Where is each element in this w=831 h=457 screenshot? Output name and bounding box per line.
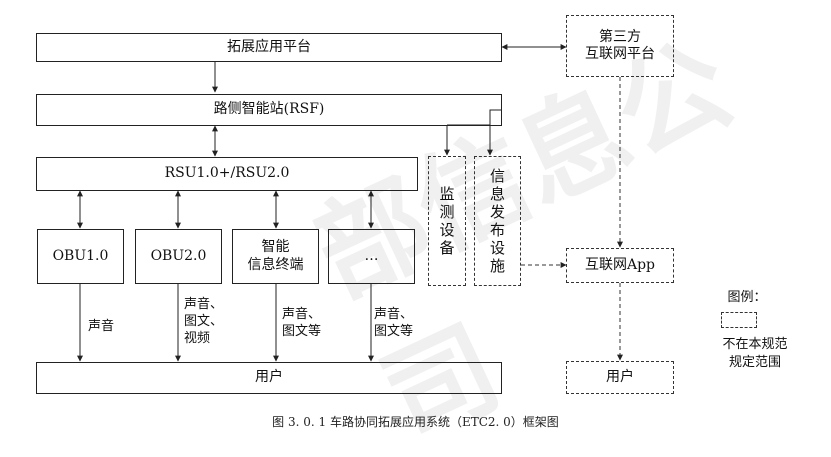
third-party-platform-box: 第三方 互联网平台 [566, 15, 674, 77]
user-external-box: 用户 [566, 361, 674, 394]
user-box: 用户 [36, 362, 502, 394]
smart-terminal-box: 智能 信息终端 [232, 229, 319, 284]
info-publish-device-box: 信息发布设施 [474, 156, 521, 286]
figure-caption: 图 3. 0. 1 车路协同拓展应用系统（ETC2. 0）框架图 [272, 415, 559, 429]
obu1-box: OBU1.0 [37, 229, 124, 284]
legend-dashed-swatch [721, 312, 757, 328]
edge-label-smart: 声音、 图文等 [282, 307, 322, 339]
internet-app-box: 互联网App [566, 248, 674, 283]
platform-box: 拓展应用平台 [36, 33, 502, 62]
legend-title: 图例： [727, 290, 767, 305]
rsu-box: RSU1.0+/RSU2.0 [36, 157, 418, 191]
edge-label-more: 声音、 图文等 [374, 307, 414, 339]
arrow-rsf-devices [489, 109, 502, 125]
monitor-device-box: 监测设备 [428, 156, 466, 286]
edge-label-obu2: 声音、 图文、 视频 [184, 297, 224, 346]
obu2-box: OBU2.0 [135, 229, 222, 284]
edge-label-obu1: 声音 [88, 319, 115, 334]
rsf-box: 路侧智能站(RSF) [36, 94, 502, 126]
more-box: … [328, 229, 415, 284]
legend-note: 不在本规范 规定范围 [722, 337, 788, 370]
